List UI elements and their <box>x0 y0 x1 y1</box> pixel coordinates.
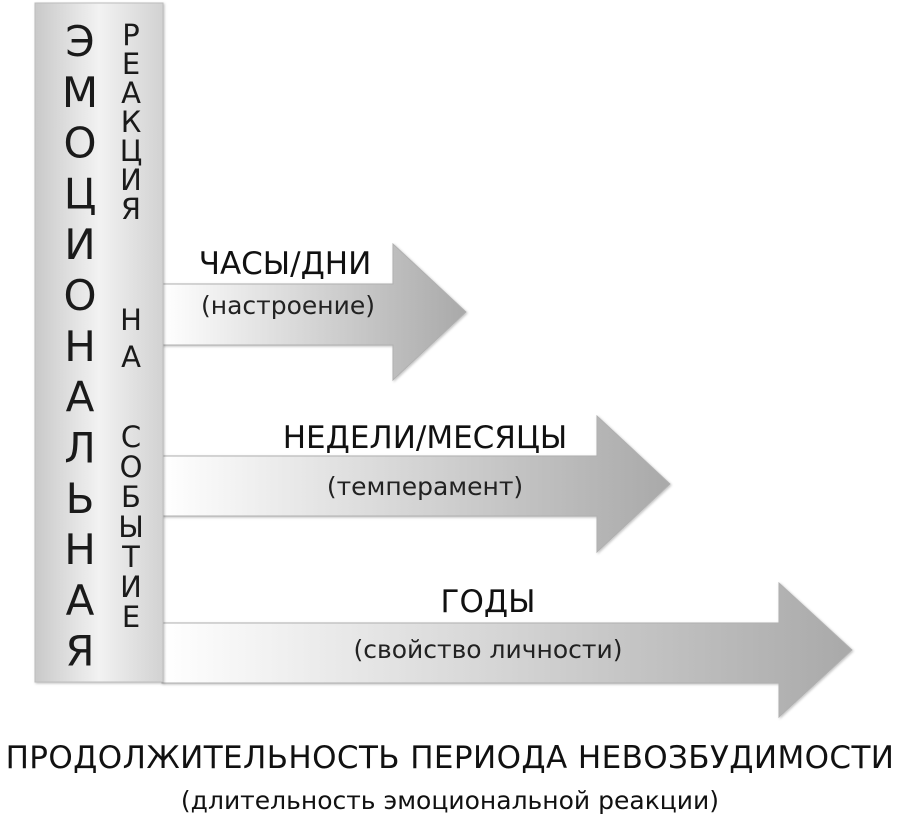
emotional-word-letter: Н <box>64 525 96 574</box>
event-word-letter: И <box>120 570 142 604</box>
emotional-word-letter: А <box>66 576 95 625</box>
arrow-years <box>161 581 853 719</box>
caption-main: ПРОДОЛЖИТЕЛЬНОСТЬ ПЕРИОДА НЕВОЗБУДИМОСТИ <box>5 740 895 776</box>
reaction-word-letter: Е <box>122 47 140 81</box>
emotional-word-letter: И <box>64 220 95 269</box>
event-word-letter: О <box>120 450 143 484</box>
arrow-3-title: ГОДЫ <box>441 584 536 620</box>
emotional-word-letter: Ц <box>64 169 97 218</box>
emotional-word-letter: Ь <box>66 474 95 523</box>
emotional-word-letter: М <box>62 68 98 117</box>
arrow-3-subtitle: (свойство личности) <box>353 635 622 664</box>
emotional-word-letter: Э <box>65 17 94 66</box>
on-word-letter: Н <box>120 303 142 337</box>
emotional-word-letter: А <box>66 373 95 422</box>
arrow-hours-days <box>161 242 467 382</box>
emotional-word-letter: Я <box>65 627 94 676</box>
emotional-word-letter: Л <box>64 423 96 472</box>
event-word-letter: С <box>121 420 141 454</box>
emotional-word-letter: О <box>63 119 96 168</box>
emotional-word-letter: О <box>63 271 96 320</box>
reaction-word-letter: К <box>121 105 142 139</box>
arrow-2-title: НЕДЕЛИ/МЕСЯЦЫ <box>283 420 568 456</box>
vertical-word-on: НА <box>120 303 142 374</box>
reaction-word-letter: Я <box>121 192 141 226</box>
event-word-letter: Е <box>122 600 140 634</box>
reaction-word-letter: Р <box>122 18 140 52</box>
event-word-letter: Т <box>121 540 140 574</box>
event-word-letter: Б <box>121 480 141 514</box>
event-word-letter: Ы <box>118 510 144 544</box>
vertical-column <box>34 2 164 683</box>
arrow-1-title: ЧАСЫ/ДНИ <box>199 246 372 282</box>
arrow-1-subtitle: (настроение) <box>201 291 375 320</box>
arrow-weeks-months <box>161 414 671 554</box>
emotional-word-letter: Н <box>64 322 96 371</box>
reaction-word-letter: И <box>120 163 142 197</box>
caption-sub: (длительность эмоциональной реакции) <box>180 786 720 815</box>
arrow-2-subtitle: (темперамент) <box>327 472 523 501</box>
on-word-letter: А <box>121 340 141 374</box>
reaction-word-letter: Ц <box>120 134 143 168</box>
reaction-word-letter: А <box>121 76 141 110</box>
